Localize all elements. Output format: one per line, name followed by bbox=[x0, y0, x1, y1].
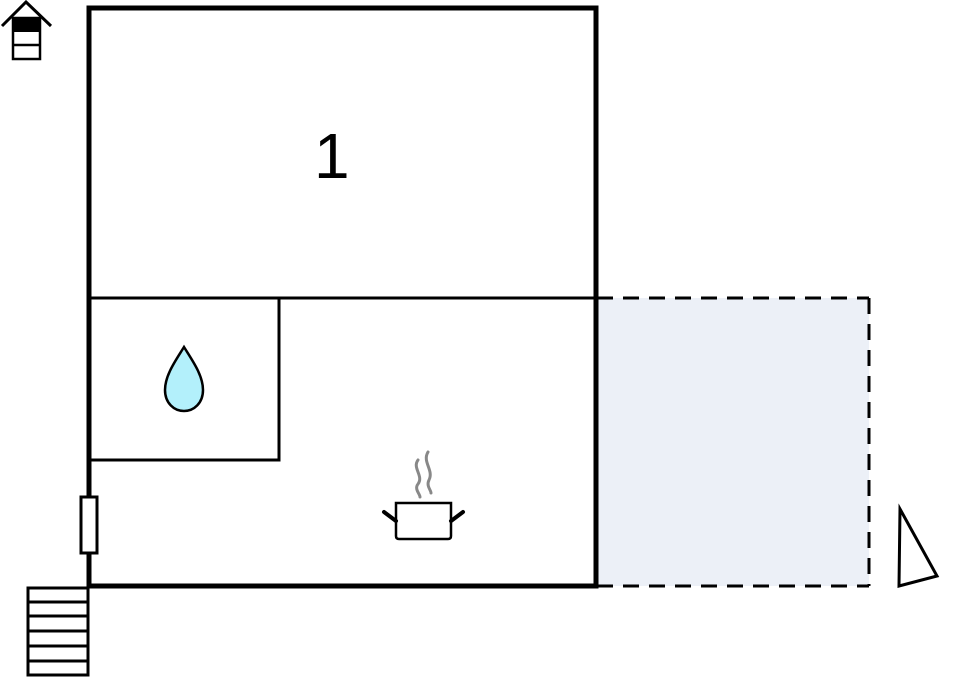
cooking-pot-icon bbox=[382, 450, 465, 541]
room-label-1: 1 bbox=[314, 120, 350, 192]
water-drop-icon bbox=[163, 344, 205, 413]
house-entrance-icon bbox=[0, 0, 53, 61]
bathroom-walls bbox=[89, 298, 281, 462]
door-icon bbox=[79, 495, 99, 555]
north-arrow-icon bbox=[897, 503, 940, 588]
stairs-icon bbox=[26, 586, 90, 677]
terrace bbox=[597, 296, 871, 588]
